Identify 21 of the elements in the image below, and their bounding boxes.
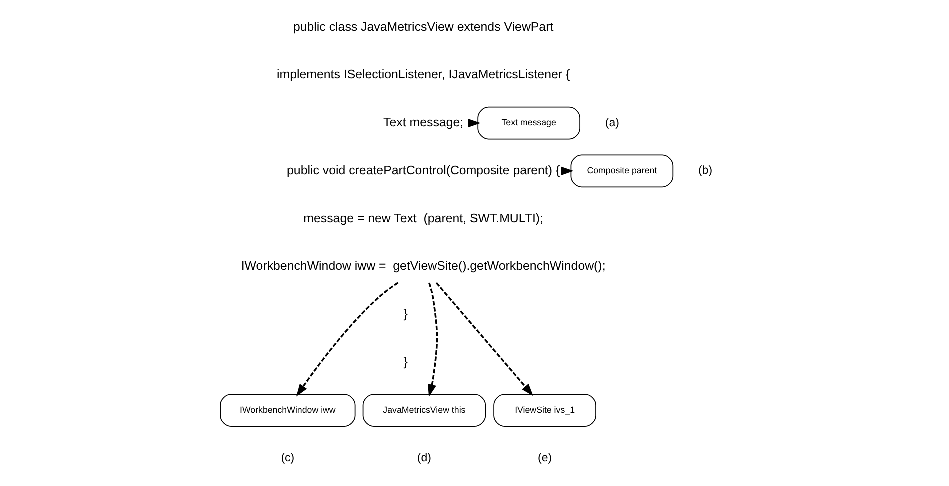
node-text: public void createPartControl(Composite parent) { <box>286 163 560 178</box>
node-label: (e) <box>538 452 552 464</box>
node-label: (d) <box>416 452 432 464</box>
arrow <box>435 282 534 396</box>
node-box: JavaMetricsView this <box>362 394 486 427</box>
node-label: (a) <box>604 117 619 130</box>
label: } <box>403 354 408 369</box>
node-box: Text message <box>477 106 580 140</box>
label: } <box>403 307 408 322</box>
label: public class JavaMetricsView extends ViewPart <box>292 20 554 34</box>
node-box: Composite parent <box>570 154 674 188</box>
node-label: (b) <box>698 165 712 178</box>
node-label: (c) <box>280 452 294 464</box>
label: implements ISelectionListener, IJavaMetricsListener { <box>276 68 570 82</box>
label: message = new Text (parent, SWT.MULTI); <box>303 211 543 226</box>
arrow <box>296 282 398 397</box>
arrow <box>428 282 438 397</box>
node-box: IViewSite ivs_1 <box>493 394 596 427</box>
node-box: IWorkbenchWindow iww <box>220 394 356 427</box>
node-text: Text message; <box>383 116 464 130</box>
node-text: IWorkbenchWindow iww = getViewSite().getWorkbenchWindow(); <box>240 259 606 274</box>
